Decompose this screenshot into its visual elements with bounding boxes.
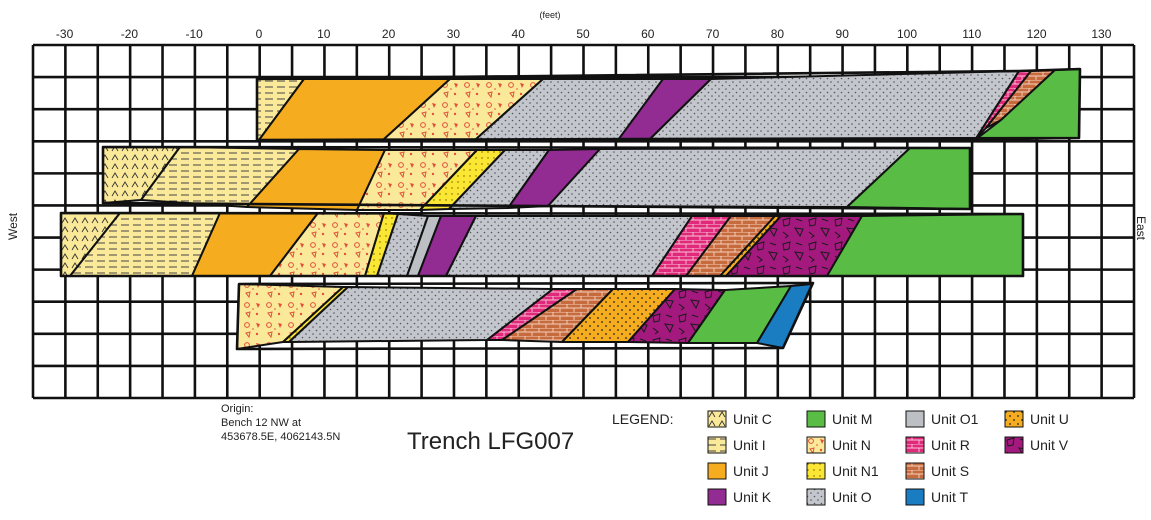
west-label: West <box>6 212 20 240</box>
legend-swatch <box>707 488 727 506</box>
legend-label: Unit V <box>1030 437 1069 453</box>
legend-label: Unit O <box>832 489 872 505</box>
axis-tick-label: 10 <box>317 27 331 41</box>
bench-4-outline <box>235 281 815 351</box>
legend-label: Unit K <box>733 489 772 505</box>
legend-heading: LEGEND: <box>612 411 674 427</box>
axis-tick-label: -10 <box>186 27 204 41</box>
axis-tick-label: 110 <box>962 27 981 41</box>
origin-line-3: 453678.5E, 4062143.5N <box>221 431 341 443</box>
origin-note: Origin: Bench 12 NW at 453678.5E, 406214… <box>221 402 340 444</box>
legend-item-unit-n1: Unit N1 <box>806 462 879 480</box>
origin-line-1: Origin: <box>221 403 254 415</box>
legend-swatch <box>806 436 826 454</box>
legend-swatch <box>1004 436 1024 454</box>
axis-tick-label: 120 <box>1027 27 1047 41</box>
legend-label: Unit M <box>832 411 873 427</box>
legend-item-unit-m: Unit M <box>806 410 872 428</box>
bench-1 <box>255 67 1082 142</box>
axis-ticks: -30 -20 -10 0 10 20 30 40 50 60 70 80 90 100 110 120 130 <box>56 27 1112 41</box>
legend-swatch <box>806 488 826 506</box>
legend-item-unit-t: Unit T <box>905 488 968 506</box>
legend-swatch <box>905 410 925 428</box>
legend-swatch <box>806 462 826 480</box>
legend-label: Unit J <box>733 463 769 479</box>
axis-tick-label: 80 <box>771 27 785 41</box>
legend-item-unit-c: Unit C <box>707 410 772 428</box>
legend-swatch <box>1004 410 1024 428</box>
axis-tick-label: -30 <box>56 27 74 41</box>
legend-swatch <box>707 410 727 428</box>
axis-tick-label: 20 <box>382 27 396 41</box>
legend-label: Unit I <box>733 437 766 453</box>
legend-item-unit-r: Unit R <box>905 436 970 454</box>
legend-item-unit-v: Unit V <box>1004 436 1068 454</box>
legend-label: Unit N <box>832 437 871 453</box>
legend-swatch <box>905 436 925 454</box>
axis-tick-label: 30 <box>447 27 461 41</box>
origin-line-2: Bench 12 NW at <box>221 417 302 429</box>
legend-label: Unit O1 <box>931 411 979 427</box>
axis-tick-label: 40 <box>512 27 526 41</box>
trench-title: Trench LFG007 <box>407 428 575 455</box>
legend-swatch <box>905 462 925 480</box>
east-label: East <box>1134 216 1148 241</box>
legend-label: Unit S <box>931 463 970 479</box>
axis-tick-label: 0 <box>256 27 263 41</box>
bench-3-outline <box>59 211 1025 278</box>
legend-item-unit-i: Unit I <box>707 436 766 454</box>
axis-tick-label: 50 <box>576 27 590 41</box>
legend-label: Unit T <box>931 489 969 505</box>
bench-3-unit-o-east <box>445 215 693 277</box>
bench-4 <box>235 281 815 351</box>
legend-item-unit-j: Unit J <box>707 462 769 480</box>
legend-label: Unit N1 <box>832 463 879 479</box>
legend-item-unit-s: Unit S <box>905 462 969 480</box>
legend-item-unit-u: Unit U <box>1004 410 1069 428</box>
legend-item-unit-o1: Unit O1 <box>905 410 978 428</box>
bench-2 <box>101 145 972 211</box>
legend-swatch <box>806 410 826 428</box>
axis-tick-label: 60 <box>641 27 655 41</box>
legend-item-unit-k: Unit K <box>707 488 771 506</box>
bench-2-outline <box>101 145 972 211</box>
legend-swatch <box>707 462 727 480</box>
legend-label: Unit R <box>931 437 970 453</box>
axis-unit-label: (feet) <box>539 10 560 20</box>
legend-swatch <box>905 488 925 506</box>
bench-3 <box>59 211 1025 278</box>
legend-item-unit-o: Unit O <box>806 488 872 506</box>
axis-tick-label: 90 <box>836 27 850 41</box>
axis-tick-label: 130 <box>1091 27 1111 41</box>
legend-label: Unit U <box>1030 411 1069 427</box>
axis-tick-label: 70 <box>706 27 720 41</box>
legend-swatch <box>707 436 727 454</box>
axis-tick-label: -20 <box>121 27 139 41</box>
legend-item-unit-n: Unit N <box>806 436 871 454</box>
legend-label: Unit C <box>733 411 772 427</box>
axis-tick-label: 100 <box>897 27 917 41</box>
bench-1-outline <box>255 67 1082 142</box>
